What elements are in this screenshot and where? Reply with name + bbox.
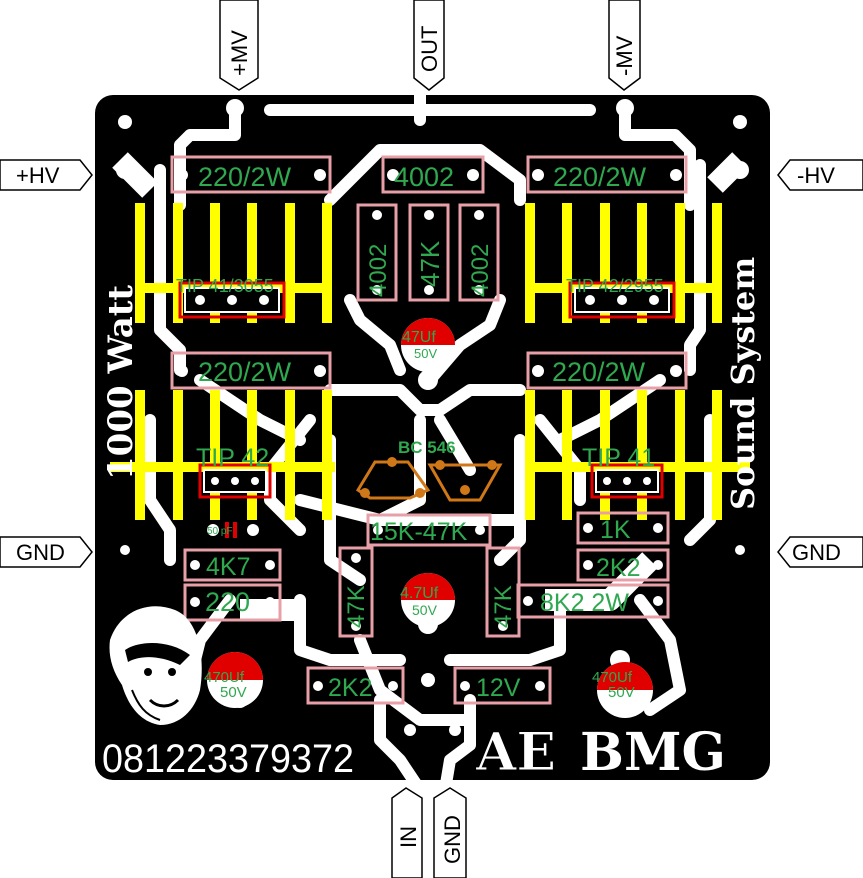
transistor-bc546-pair bbox=[355, 460, 503, 502]
copper-traces-wide bbox=[112, 152, 748, 621]
transistor-tip42-2955 bbox=[568, 281, 676, 319]
heatsink-bottom-left bbox=[110, 390, 335, 520]
capacitor-47uf bbox=[401, 318, 455, 372]
capacitor-50pf bbox=[207, 522, 259, 538]
face-logo bbox=[109, 606, 202, 725]
resistor-pads bbox=[176, 169, 682, 691]
capacitor-4-7uf bbox=[401, 573, 455, 627]
transistor-tip41-3055 bbox=[178, 281, 286, 319]
bc546-pads bbox=[360, 457, 497, 498]
capacitor-470uf-left bbox=[207, 652, 263, 708]
capacitor-470uf-right bbox=[597, 662, 653, 718]
heatsink-bottom-right bbox=[525, 390, 750, 520]
transistor-tip41 bbox=[590, 463, 664, 499]
transistor-tip42 bbox=[198, 463, 272, 499]
resistor-outlines bbox=[170, 155, 688, 705]
